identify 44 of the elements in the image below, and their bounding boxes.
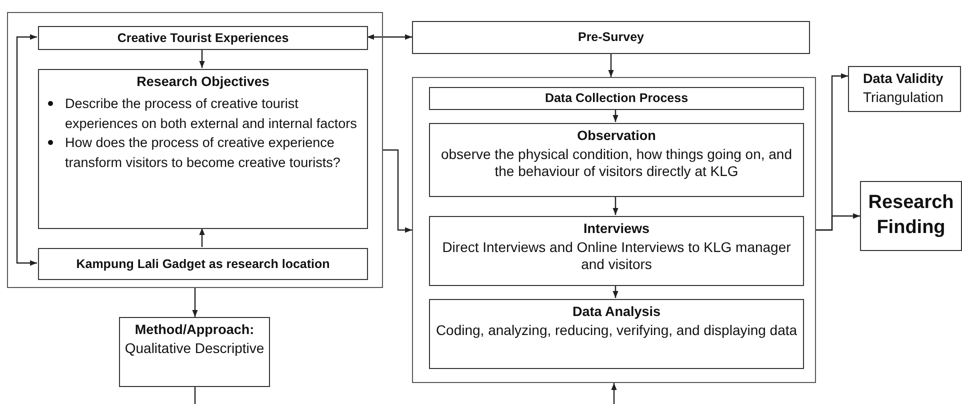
connector-line bbox=[194, 387, 196, 404]
box-text: Coding, analyzing, reducing, verifying, and displaying data bbox=[436, 322, 798, 339]
arrow bbox=[367, 34, 412, 40]
arrow bbox=[199, 228, 205, 247]
process-box bbox=[429, 216, 804, 286]
arrow bbox=[16, 34, 37, 266]
bullet-item: How does the process of creative experience transform visitors to become creative tourists? bbox=[39, 133, 359, 172]
box-heading: Kampung Lali Gadget as research location bbox=[76, 256, 330, 272]
process-box bbox=[119, 317, 270, 387]
box-text: Qualitative Descriptive bbox=[124, 340, 264, 357]
group-frame bbox=[7, 12, 383, 288]
box-heading: Interviews bbox=[583, 221, 650, 238]
box-heading: Creative Tourist Experiences bbox=[117, 30, 289, 46]
process-box bbox=[848, 66, 961, 112]
box-heading: Data Validity bbox=[863, 71, 944, 88]
result-box bbox=[860, 181, 962, 251]
box-text: Direct Interviews and Online Interviews to KLG manager and visitors bbox=[441, 239, 792, 273]
process-box bbox=[38, 248, 368, 280]
box-text: Triangulation bbox=[863, 89, 944, 106]
process-box bbox=[38, 26, 368, 50]
arrow bbox=[199, 49, 205, 68]
objectives-box bbox=[38, 69, 368, 229]
bullet-item: Describe the process of creative tourist experiences on both external and internal factors bbox=[39, 94, 359, 134]
arrow bbox=[383, 149, 412, 233]
arrow bbox=[611, 383, 617, 404]
box-heading: Observation bbox=[577, 128, 656, 144]
box-heading: Data Analysis bbox=[572, 304, 661, 320]
process-box bbox=[429, 123, 804, 197]
box-heading: Method/Approach: bbox=[134, 322, 254, 338]
process-box bbox=[412, 21, 810, 54]
box-text: observe the physical condition, how things going on, and the behaviour of visitors directly at KLG bbox=[440, 146, 793, 180]
box-heading: Research Objectives bbox=[136, 74, 270, 90]
arrow bbox=[816, 213, 860, 231]
process-box bbox=[429, 299, 804, 369]
box-heading: Pre-Survey bbox=[578, 30, 644, 45]
box-heading: Research Finding bbox=[867, 191, 955, 240]
arrow bbox=[608, 54, 614, 77]
box-heading: Data Collection Process bbox=[544, 91, 688, 106]
group-frame bbox=[412, 77, 816, 383]
arrow bbox=[612, 285, 618, 298]
arrow bbox=[192, 288, 198, 317]
process-box bbox=[429, 87, 804, 110]
arrow bbox=[612, 196, 618, 215]
arrow bbox=[612, 109, 618, 122]
